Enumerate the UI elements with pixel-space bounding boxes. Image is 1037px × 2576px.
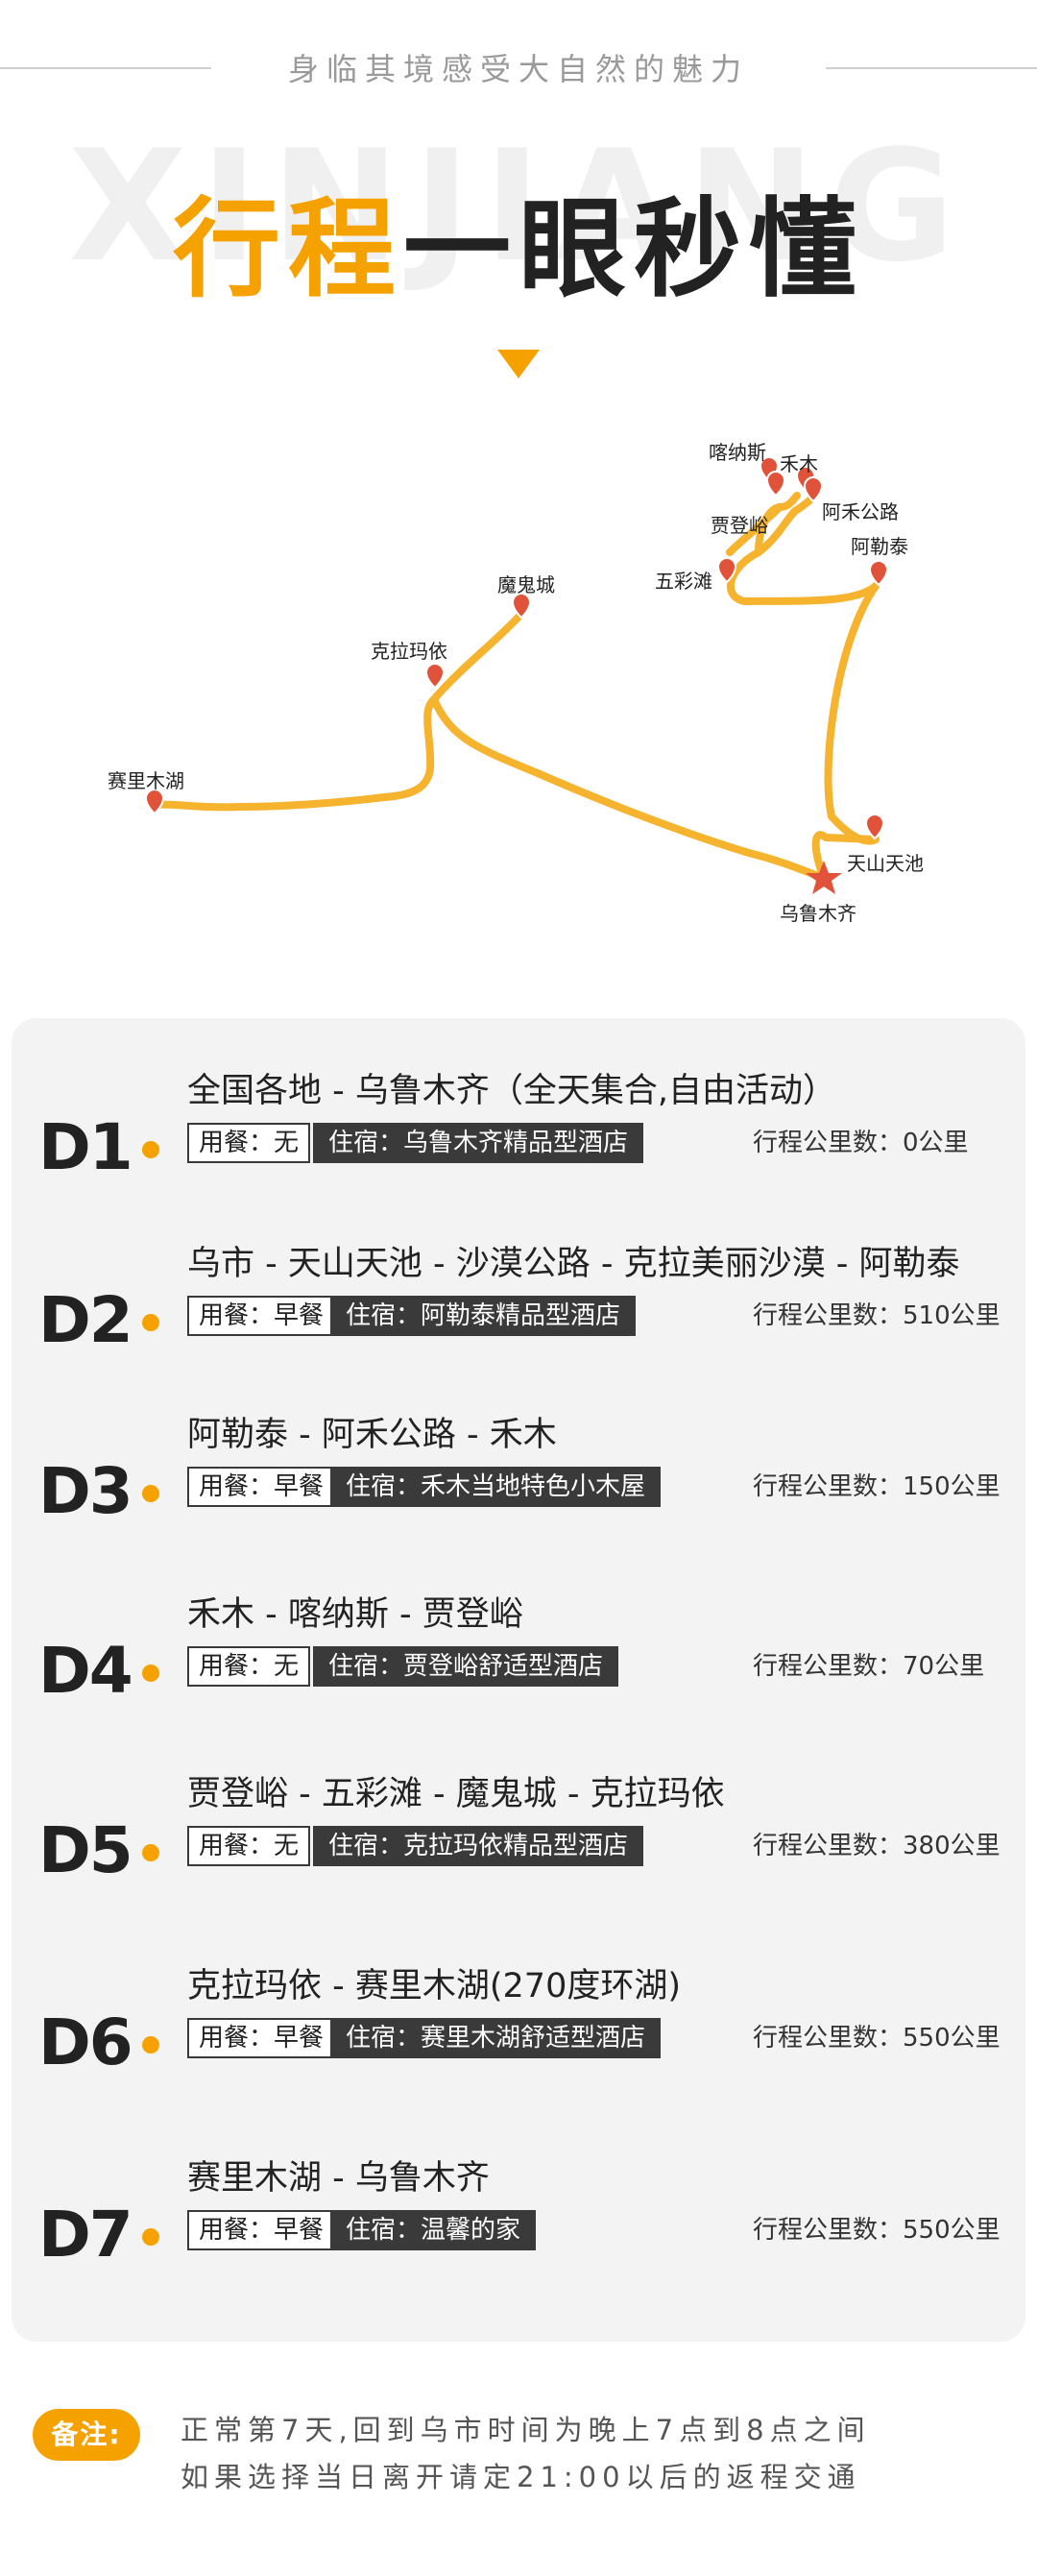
divider-right	[826, 67, 1037, 69]
note-line-2: 如果选择当日离开请定21:00以后的返程交通	[181, 2461, 861, 2493]
day-route: 全国各地 - 乌鲁木齐（全天集合,自由活动）	[187, 1072, 837, 1110]
route-karamay-sayram	[150, 695, 438, 812]
route-jiadengyu-wucaitan	[726, 503, 784, 556]
day-row: D6 克拉玛依 - 赛里木湖(270度环湖) 用餐：早餐 住宿：赛里木湖舒适型酒…	[12, 1961, 1025, 2115]
bullet-dot-icon	[142, 2228, 159, 2246]
day-route: 乌市 - 天山天池 - 沙漠公路 - 克拉美丽沙漠 - 阿勒泰	[187, 1245, 960, 1283]
itinerary-card: D1 全国各地 - 乌鲁木齐（全天集合,自由活动） 用餐：无 住宿：乌鲁木齐精品…	[12, 1018, 1025, 2342]
pin-altay	[868, 560, 889, 587]
map-label-altay: 阿勒泰	[851, 535, 908, 558]
hotel-tag: 住宿：禾木当地特色小木屋	[330, 1467, 662, 1507]
map-label-sayram: 赛里木湖	[108, 769, 184, 792]
map-label-moguicheng: 魔鬼城	[497, 573, 555, 596]
pin-wucaitan	[716, 557, 737, 584]
pin-moguicheng	[511, 593, 532, 620]
page-title: 行程一眼秒懂	[0, 187, 1037, 312]
route-karamay-moguicheng	[430, 611, 524, 703]
map-label-karamay: 克拉玛依	[371, 640, 447, 663]
route-altay-hemu	[726, 492, 880, 605]
day-number: D6	[38, 2005, 133, 2079]
pin-ahe-road	[803, 476, 824, 503]
distance-text: 行程公里数：510公里	[753, 1301, 1001, 1330]
hotel-tag: 住宿：阿勒泰精品型酒店	[330, 1296, 637, 1336]
day-row: D2 乌市 - 天山天池 - 沙漠公路 - 克拉美丽沙漠 - 阿勒泰 用餐：早餐…	[12, 1239, 1025, 1393]
hotel-tag: 住宿：乌鲁木齐精品型酒店	[313, 1123, 644, 1163]
pin-sayram	[144, 789, 165, 815]
bullet-dot-icon	[142, 1844, 159, 1861]
divider-left	[0, 67, 211, 69]
day-route: 禾木 - 喀纳斯 - 贾登峪	[187, 1595, 523, 1634]
urumqi-star-icon	[806, 861, 842, 894]
pin-karamay	[424, 663, 446, 690]
meal-tag: 用餐：早餐	[187, 1467, 336, 1507]
bullet-dot-icon	[142, 1665, 159, 1682]
day-number: D1	[38, 1110, 133, 1184]
hotel-tag: 住宿：贾登峪舒适型酒店	[313, 1646, 619, 1687]
hotel-tag: 住宿：克拉玛依精品型酒店	[313, 1826, 644, 1866]
tagline: 身临其境感受大自然的魅力	[287, 51, 749, 87]
day-row: D4 禾木 - 喀纳斯 - 贾登峪 用餐：无 住宿：贾登峪舒适型酒店 行程公里数…	[12, 1590, 1025, 1743]
route-urumqi-altay	[811, 582, 880, 882]
map-label-wucaitan: 五彩滩	[655, 570, 712, 593]
meal-tag: 用餐：无	[187, 1123, 311, 1163]
distance-text: 行程公里数：70公里	[753, 1652, 985, 1681]
day-route: 赛里木湖 - 乌鲁木齐	[187, 2159, 490, 2198]
title-rest: 一眼秒懂	[403, 187, 864, 312]
route-path	[150, 492, 880, 882]
day-row: D1 全国各地 - 乌鲁木齐（全天集合,自由活动） 用餐：无 住宿：乌鲁木齐精品…	[12, 1066, 1025, 1220]
meal-tag: 用餐：早餐	[187, 2210, 336, 2250]
route-karamay-urumqi	[430, 695, 828, 882]
background-watermark-word: XINJIANG	[68, 116, 969, 296]
title-highlight: 行程	[173, 187, 403, 312]
pin-jiadengyu	[765, 471, 786, 498]
map-label-kanas: 喀纳斯	[709, 441, 766, 464]
day-number: D7	[38, 2198, 133, 2272]
map-pins	[144, 456, 889, 840]
pin-tianchi	[864, 814, 885, 840]
distance-text: 行程公里数：150公里	[753, 1472, 1001, 1501]
day-number: D2	[38, 1283, 133, 1357]
note-line-1: 正常第7天,回到乌市时间为晚上7点到8点之间	[181, 2414, 871, 2446]
day-number: D4	[38, 1634, 133, 1708]
map-label-urumqi: 乌鲁木齐	[780, 902, 856, 925]
down-triangle-icon	[497, 350, 540, 378]
tagline-row: 身临其境感受大自然的魅力	[0, 46, 1037, 94]
day-route: 克拉玛依 - 赛里木湖(270度环湖)	[187, 1967, 681, 2005]
meal-tag: 用餐：无	[187, 1826, 311, 1866]
bullet-dot-icon	[142, 1314, 159, 1331]
hotel-tag: 住宿：温馨的家	[330, 2210, 537, 2250]
meal-tag: 用餐：早餐	[187, 2018, 336, 2058]
distance-text: 行程公里数：0公里	[753, 1129, 969, 1157]
distance-text: 行程公里数：550公里	[753, 2216, 1001, 2245]
distance-text: 行程公里数：550公里	[753, 2024, 1001, 2053]
map-label-jiadengyu: 贾登峪	[711, 514, 768, 537]
meal-tag: 用餐：早餐	[187, 1296, 336, 1336]
map-label-hemu: 禾木	[780, 452, 818, 475]
route-map: 喀纳斯 禾木 贾登峪 阿禾公路 阿勒泰 五彩滩 魔鬼城 克拉玛依 赛里木湖 天山…	[108, 441, 924, 925]
day-number: D5	[38, 1813, 133, 1887]
bullet-dot-icon	[142, 1141, 159, 1158]
bullet-dot-icon	[142, 1485, 159, 1502]
day-route: 贾登峪 - 五彩滩 - 魔鬼城 - 克拉玛依	[187, 1775, 725, 1813]
hotel-tag: 住宿：赛里木湖舒适型酒店	[330, 2018, 662, 2058]
day-row: D5 贾登峪 - 五彩滩 - 魔鬼城 - 克拉玛依 用餐：无 住宿：克拉玛依精品…	[12, 1769, 1025, 1923]
meal-tag: 用餐：无	[187, 1646, 311, 1687]
map-label-tianchi: 天山天池	[847, 852, 924, 875]
day-number: D3	[38, 1454, 133, 1528]
bullet-dot-icon	[142, 2036, 159, 2054]
map-label-ahe-road: 阿禾公路	[822, 500, 899, 523]
note-badge: 备注:	[33, 2409, 140, 2461]
distance-text: 行程公里数：380公里	[753, 1832, 1001, 1860]
day-row: D3 阿勒泰 - 阿禾公路 - 禾木 用餐：早餐 住宿：禾木当地特色小木屋 行程…	[12, 1410, 1025, 1564]
day-row: D7 赛里木湖 - 乌鲁木齐 用餐：早餐 住宿：温馨的家 行程公里数：550公里	[12, 2153, 1025, 2307]
day-route: 阿勒泰 - 阿禾公路 - 禾木	[187, 1416, 557, 1454]
